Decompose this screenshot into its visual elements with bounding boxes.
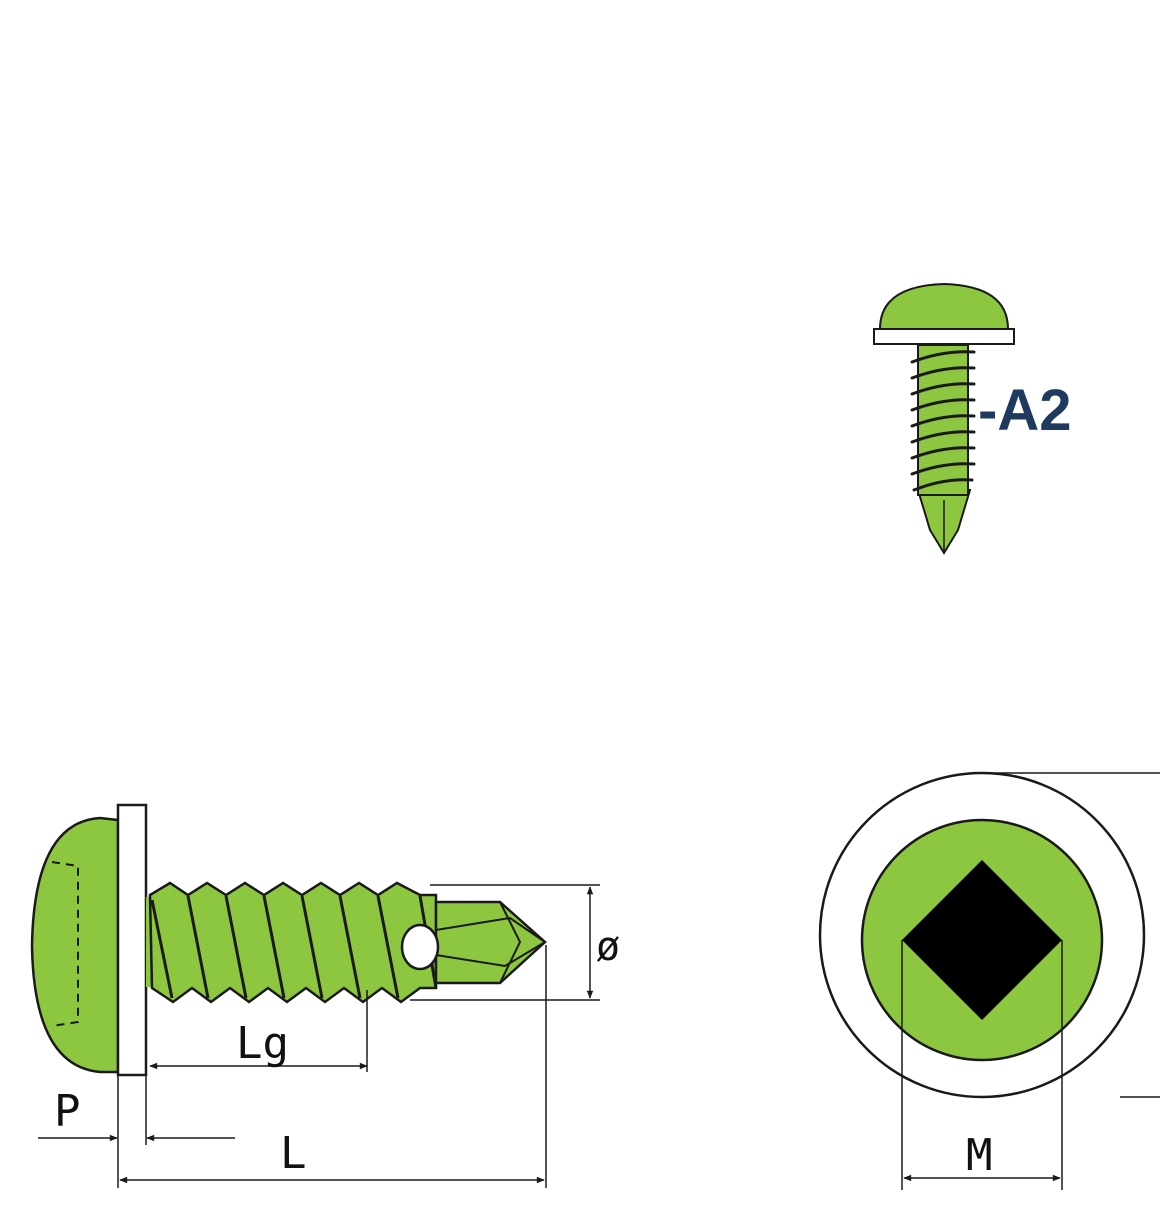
thread-length-dimension [149, 990, 368, 1072]
washer-thickness-label: P [54, 1086, 81, 1137]
variant-code: -A2 [978, 378, 1071, 443]
total-length-label: L [280, 1128, 307, 1179]
drive-size-dimension [901, 940, 1063, 1190]
total-length-dimension [119, 945, 547, 1188]
thumb-head [878, 282, 1010, 330]
thumb-washer [873, 328, 1015, 345]
drill-point [434, 900, 547, 985]
side-view: ø Lg P L [30, 803, 620, 1188]
product-thumbnail: -A2 [873, 282, 1071, 555]
square-drive-recess [902, 860, 1062, 1020]
hidden-recess-outline [51, 861, 79, 1027]
diameter-label: ø [596, 924, 620, 970]
washer [116, 803, 148, 1077]
drive-size-label: M [966, 1130, 993, 1181]
screw-threads [148, 881, 438, 1004]
top-view: M [818, 771, 1160, 1190]
thumb-threads [910, 350, 976, 492]
flute-notch [400, 923, 440, 971]
thread-flanks [150, 895, 438, 999]
diameter-dimension [410, 884, 600, 1001]
thread-length-label: Lg [236, 1018, 289, 1069]
washer-thickness-dimension [38, 1075, 235, 1188]
screw-head [30, 816, 120, 1074]
